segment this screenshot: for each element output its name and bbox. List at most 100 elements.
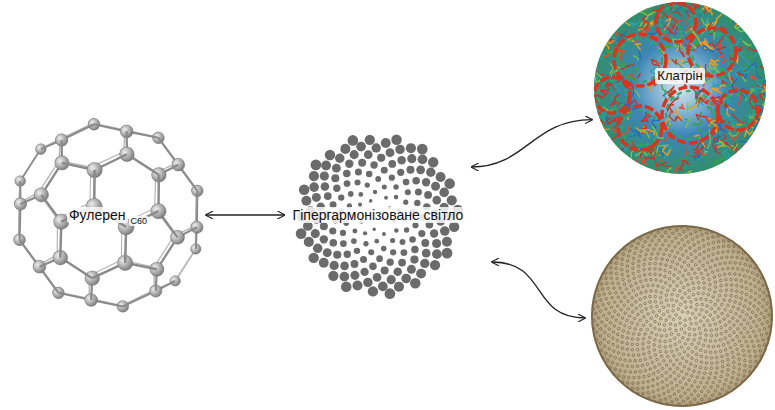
micrograph-cell [662,387,665,390]
micrograph-cell [674,237,677,240]
micrograph-cell [768,314,771,317]
spiral-dot [410,278,421,289]
micrograph-cell [668,254,671,257]
micrograph-cell [762,298,765,301]
clathrin-strand [710,88,718,94]
clathrin-strand [705,48,719,52]
micrograph-cell [691,312,694,315]
clathrin-strand [605,166,612,171]
micrograph-cell [653,396,656,399]
micrograph-cell [685,383,688,386]
spiral-dot [320,222,328,230]
clathrin-strand [600,0,610,4]
micrograph-cell [703,282,706,285]
micrograph-cell [733,245,736,248]
spiral-dot [352,229,357,234]
micrograph-cell [639,238,642,241]
micrograph-cell [733,324,736,327]
micrograph-cell [655,334,658,337]
micrograph-cell [709,340,712,343]
clathrin-strand [591,31,597,37]
spiral-dot [442,237,452,247]
micrograph-cell [616,339,619,342]
clathrin-strand [716,6,733,13]
micrograph-cell [758,302,761,305]
micrograph-cell [714,323,717,326]
micrograph-cell [687,273,690,276]
micrograph-cell [705,311,708,314]
micrograph-cell [667,355,670,358]
micrograph-cell [617,282,620,285]
micrograph-cell [720,284,723,287]
micrograph-cell [702,277,705,280]
micrograph-cell [694,334,697,337]
clathrin-strand [599,148,608,153]
micrograph-cell [639,370,642,373]
micrograph-cell [684,331,687,334]
micrograph-cell [736,290,739,293]
clathrin-strand [661,162,672,166]
micrograph-cell [693,328,696,331]
clathrin-strand [599,162,602,175]
micrograph-cell [714,351,717,354]
clathrin-strand [765,86,772,93]
clathrin-strand [762,115,771,122]
micrograph-cell [718,307,721,310]
micrograph-cell [770,291,773,294]
micrograph-cell [749,336,752,339]
micrograph-cell [643,353,646,356]
micrograph-cell [664,275,667,278]
spiral-dot [410,255,418,263]
clathrin-strand [698,149,707,155]
micrograph-cell [616,333,619,336]
micrograph-cell [691,385,694,388]
clathrin-strand [738,10,745,18]
micrograph-cell [748,276,751,279]
micrograph-cell [742,349,745,352]
micrograph-cell [675,300,678,303]
micrograph-cell [749,355,752,358]
micrograph-cell [595,301,598,304]
spiral-dot [348,135,359,146]
clathrin-strand [674,155,688,162]
micrograph-cell [699,381,702,384]
micrograph-cell [673,355,676,358]
micrograph-cell [595,331,598,334]
clathrin-strand [606,143,611,146]
micrograph-cell [637,270,640,273]
micrograph-cell [615,291,618,294]
micrograph-cell [703,386,706,389]
micrograph-cell [721,365,724,368]
micrograph-cell [645,290,648,293]
clathrin-strand [766,34,772,43]
micrograph-cell [734,301,737,304]
micrograph-cell [682,254,685,257]
clathrin-strand [764,77,771,87]
micrograph-cell [694,256,697,259]
micrograph-cell [617,352,620,355]
spiral-dot [332,164,341,173]
micrograph-cell [630,285,633,288]
micrograph-cell [602,303,605,306]
clathrin-strand [602,143,612,147]
micrograph-cell [741,257,744,260]
micrograph-cell [735,295,738,298]
spiral-dot [398,259,406,267]
spiral-dot [430,260,440,270]
clathrin-strand [602,161,614,174]
micrograph-cell [700,309,703,312]
micrograph-cell [616,257,619,260]
micrograph-cell [756,274,759,277]
micrograph-cell [600,283,603,286]
micrograph-cell [659,263,662,266]
micrograph-cell [710,307,713,310]
micrograph-cell [661,258,664,261]
micrograph-cell [626,365,629,368]
spiral-dot [387,275,396,284]
micrograph-cell [709,266,712,269]
fullerene-node: ФулеренC60 [10,117,206,313]
micrograph-cell [681,337,684,340]
micrograph-cell [663,324,666,327]
micrograph-cell [721,312,724,315]
